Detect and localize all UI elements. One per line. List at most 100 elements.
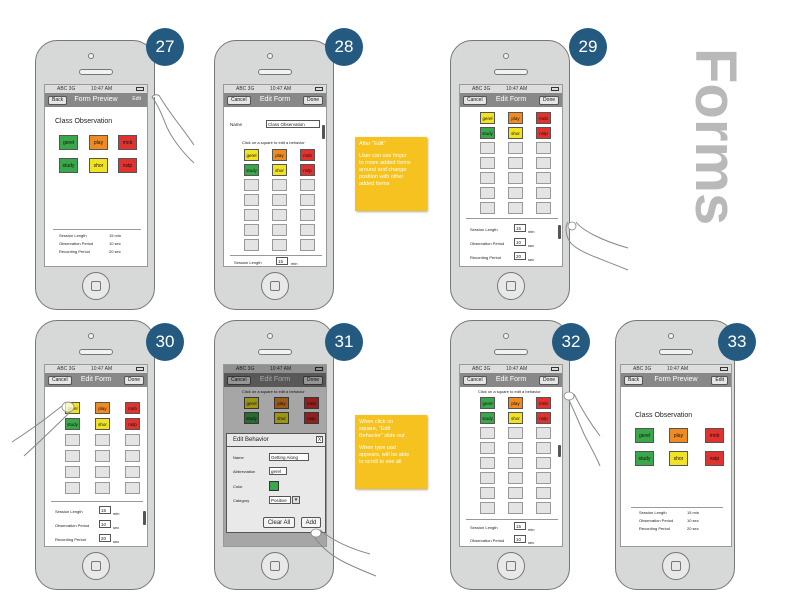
empty-square[interactable]	[508, 172, 523, 184]
empty-square[interactable]	[125, 466, 140, 478]
empty-square[interactable]	[480, 202, 495, 214]
empty-square[interactable]	[244, 194, 259, 206]
color-swatch[interactable]	[269, 481, 279, 491]
empty-square[interactable]	[536, 172, 551, 184]
empty-square[interactable]	[272, 224, 287, 236]
session-field[interactable]: 15	[276, 257, 288, 265]
behavior-square[interactable]: shor	[274, 412, 289, 424]
behavior-square[interactable]: shor	[508, 127, 523, 139]
empty-square[interactable]	[300, 179, 315, 191]
behavior-square[interactable]: gerel	[635, 428, 654, 443]
empty-square[interactable]	[244, 209, 259, 221]
home-button[interactable]	[261, 552, 289, 580]
cancel-button[interactable]: Cancel	[227, 375, 251, 385]
done-button[interactable]: Done	[303, 95, 323, 105]
empty-square[interactable]	[480, 502, 495, 514]
empty-square[interactable]	[95, 434, 110, 446]
behavior-square[interactable]: mnb	[705, 428, 724, 443]
empty-square[interactable]	[508, 157, 523, 169]
behavior-square[interactable]: play	[508, 112, 523, 124]
empty-square[interactable]	[95, 482, 110, 494]
empty-square[interactable]	[300, 239, 315, 251]
empty-square[interactable]	[480, 427, 495, 439]
empty-square[interactable]	[272, 194, 287, 206]
empty-square[interactable]	[125, 482, 140, 494]
close-icon[interactable]: X	[316, 436, 323, 443]
behavior-square[interactable]: nstp	[304, 412, 319, 424]
scrollbar[interactable]	[558, 225, 561, 239]
empty-square[interactable]	[508, 142, 523, 154]
empty-square[interactable]	[536, 202, 551, 214]
empty-square[interactable]	[272, 239, 287, 251]
behavior-square[interactable]: study	[244, 164, 259, 176]
behavior-square[interactable]: shor	[508, 412, 523, 424]
empty-square[interactable]	[536, 427, 551, 439]
empty-square[interactable]	[508, 487, 523, 499]
behavior-square[interactable]: nstp	[536, 412, 551, 424]
behavior-square[interactable]: study	[244, 412, 259, 424]
setting-field[interactable]: 10	[514, 535, 526, 543]
behavior-square[interactable]: mnb	[304, 397, 319, 409]
home-button[interactable]	[662, 552, 690, 580]
behavior-square[interactable]: shor	[89, 158, 108, 173]
cancel-button[interactable]: Cancel	[463, 95, 487, 105]
behavior-square[interactable]: play	[669, 428, 688, 443]
setting-field[interactable]: 15	[514, 522, 526, 530]
edit-button[interactable]: Edit	[132, 95, 141, 102]
empty-square[interactable]	[536, 487, 551, 499]
empty-square[interactable]	[65, 482, 80, 494]
behavior-square[interactable]: shor	[272, 164, 287, 176]
cancel-button[interactable]: Cancel	[48, 375, 72, 385]
empty-square[interactable]	[95, 466, 110, 478]
done-button[interactable]: Done	[539, 375, 559, 385]
abbreviation-field[interactable]: gerel	[269, 467, 287, 475]
behavior-square[interactable]: study	[635, 451, 654, 466]
scrollbar[interactable]	[143, 511, 146, 525]
empty-square[interactable]	[536, 442, 551, 454]
done-button[interactable]: Done	[539, 95, 559, 105]
setting-field[interactable]: 15	[514, 224, 526, 232]
empty-square[interactable]	[536, 502, 551, 514]
empty-square[interactable]	[536, 157, 551, 169]
empty-square[interactable]	[480, 472, 495, 484]
behavior-square[interactable]: mnb	[536, 112, 551, 124]
behavior-square[interactable]: play	[89, 135, 108, 150]
empty-square[interactable]	[480, 142, 495, 154]
behavior-square[interactable]: shor	[669, 451, 688, 466]
setting-field[interactable]: 15	[99, 506, 111, 514]
empty-square[interactable]	[125, 450, 140, 462]
empty-square[interactable]	[536, 472, 551, 484]
empty-square[interactable]	[244, 224, 259, 236]
empty-square[interactable]	[244, 179, 259, 191]
behavior-square[interactable]: shor	[95, 418, 110, 430]
behavior-square[interactable]: mnb	[536, 397, 551, 409]
add-button[interactable]: Add	[301, 517, 321, 528]
behavior-square[interactable]: gerel	[480, 112, 495, 124]
category-select[interactable]: Positive	[269, 496, 291, 504]
name-field[interactable]: Class Observation	[266, 120, 320, 128]
behavior-square[interactable]: gerel	[59, 135, 78, 150]
scrollbar[interactable]	[558, 445, 561, 457]
behavior-square[interactable]: play	[274, 397, 289, 409]
empty-square[interactable]	[272, 179, 287, 191]
empty-square[interactable]	[480, 187, 495, 199]
empty-square[interactable]	[480, 157, 495, 169]
behavior-square[interactable]: nstp	[536, 127, 551, 139]
behavior-square[interactable]: gerel	[480, 397, 495, 409]
done-button[interactable]: Done	[303, 375, 323, 385]
done-button[interactable]: Done	[124, 375, 144, 385]
home-button[interactable]	[497, 552, 525, 580]
empty-square[interactable]	[125, 434, 140, 446]
edit-button[interactable]: Edit	[711, 375, 728, 385]
empty-square[interactable]	[508, 187, 523, 199]
empty-square[interactable]	[536, 142, 551, 154]
empty-square[interactable]	[272, 209, 287, 221]
empty-square[interactable]	[65, 450, 80, 462]
setting-field[interactable]: 10	[99, 520, 111, 528]
behavior-square[interactable]: nstp	[125, 418, 140, 430]
setting-field[interactable]: 20	[99, 534, 111, 542]
setting-field[interactable]: 20	[514, 252, 526, 260]
empty-square[interactable]	[508, 202, 523, 214]
empty-square[interactable]	[536, 457, 551, 469]
behavior-square[interactable]: mnb	[125, 402, 140, 414]
